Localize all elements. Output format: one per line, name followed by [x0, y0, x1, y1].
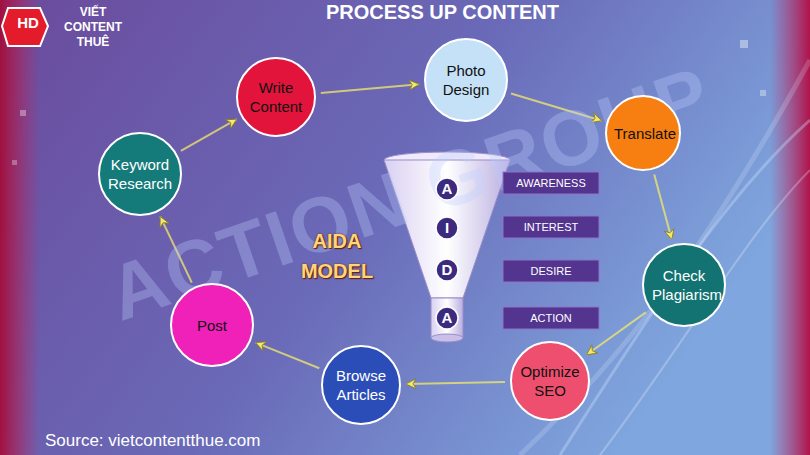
- flow-arrow: [321, 84, 419, 93]
- diagram-title: PROCESS UP CONTENT: [270, 1, 615, 24]
- aida-stage-bar: ACTION: [503, 307, 599, 329]
- circle-shape: [235, 56, 317, 138]
- circle-shape: [97, 131, 183, 217]
- process-circle: Check Plagiarism: [641, 242, 727, 328]
- step-label: Photo Design: [434, 61, 498, 99]
- step-label: Write Content: [246, 78, 307, 116]
- flow-arrow: [181, 119, 237, 151]
- node-text-wrap: Photo Design: [434, 61, 498, 99]
- node-text-wrap: ACTION: [530, 312, 572, 324]
- letter-label: A: [442, 309, 453, 327]
- process-circle: Translate: [604, 94, 682, 172]
- aida-letter: I: [435, 216, 459, 240]
- node-text-wrap: Optimize SEO: [520, 362, 581, 400]
- flow-arrow: [256, 343, 320, 369]
- step-label: Check Plagiarism: [652, 266, 716, 304]
- node-text-wrap: INTEREST: [524, 221, 578, 233]
- circle-shape: [509, 340, 591, 422]
- circle-shape: [641, 242, 727, 328]
- logo-text: VIẾT CONTENT THUÊ: [52, 5, 134, 50]
- letter-label: I: [445, 219, 449, 237]
- step-label: Browse Articles: [331, 366, 392, 404]
- step-label: Post: [180, 316, 244, 335]
- stage-label: ACTION: [530, 312, 572, 324]
- circle-shape: [423, 37, 509, 123]
- flow-arrow: [654, 175, 672, 240]
- node-text-wrap: Translate: [614, 124, 672, 143]
- step-label: Optimize SEO: [520, 362, 581, 400]
- process-circle: Photo Design: [423, 37, 509, 123]
- node-text-wrap: Check Plagiarism: [652, 266, 716, 304]
- process-circle: Write Content: [235, 56, 317, 138]
- node-text-wrap: I: [445, 219, 449, 237]
- node-text-wrap: Browse Articles: [331, 366, 392, 404]
- stage-label: DESIRE: [531, 265, 572, 277]
- stage-label: AWARENESS: [516, 177, 585, 189]
- node-text-wrap: A: [442, 309, 453, 327]
- letter-label: A: [442, 180, 453, 198]
- node-text-wrap: Write Content: [246, 78, 307, 116]
- model-label: AIDA MODEL: [292, 226, 382, 286]
- process-circle: Optimize SEO: [509, 340, 591, 422]
- node-text-wrap: AWARENESS: [516, 177, 585, 189]
- process-circle: Post: [169, 282, 255, 368]
- stage-label: INTEREST: [524, 221, 578, 233]
- flow-arrow: [406, 382, 505, 384]
- node-text-wrap: Keyword Research: [108, 155, 172, 193]
- circle-shape: [320, 344, 402, 426]
- step-label: Translate: [614, 124, 672, 143]
- aida-letter: A: [435, 177, 459, 201]
- step-label: Keyword Research: [108, 155, 172, 193]
- aida-stage-bar: INTEREST: [503, 216, 599, 238]
- logo-mark: HD: [6, 14, 50, 31]
- node-text-wrap: DESIRE: [531, 265, 572, 277]
- process-circle: Browse Articles: [320, 344, 402, 426]
- source-caption: Source: vietcontentthue.com: [45, 431, 260, 451]
- aida-letter: A: [435, 306, 459, 330]
- aida-stage-bar: AWARENESS: [503, 172, 599, 194]
- letter-label: D: [442, 261, 453, 279]
- node-text-wrap: D: [442, 261, 453, 279]
- node-text-wrap: Post: [180, 316, 244, 335]
- node-text-wrap: A: [442, 180, 453, 198]
- process-circle: Keyword Research: [97, 131, 183, 217]
- aida-letter: D: [435, 258, 459, 282]
- aida-stage-bar: DESIRE: [503, 260, 599, 282]
